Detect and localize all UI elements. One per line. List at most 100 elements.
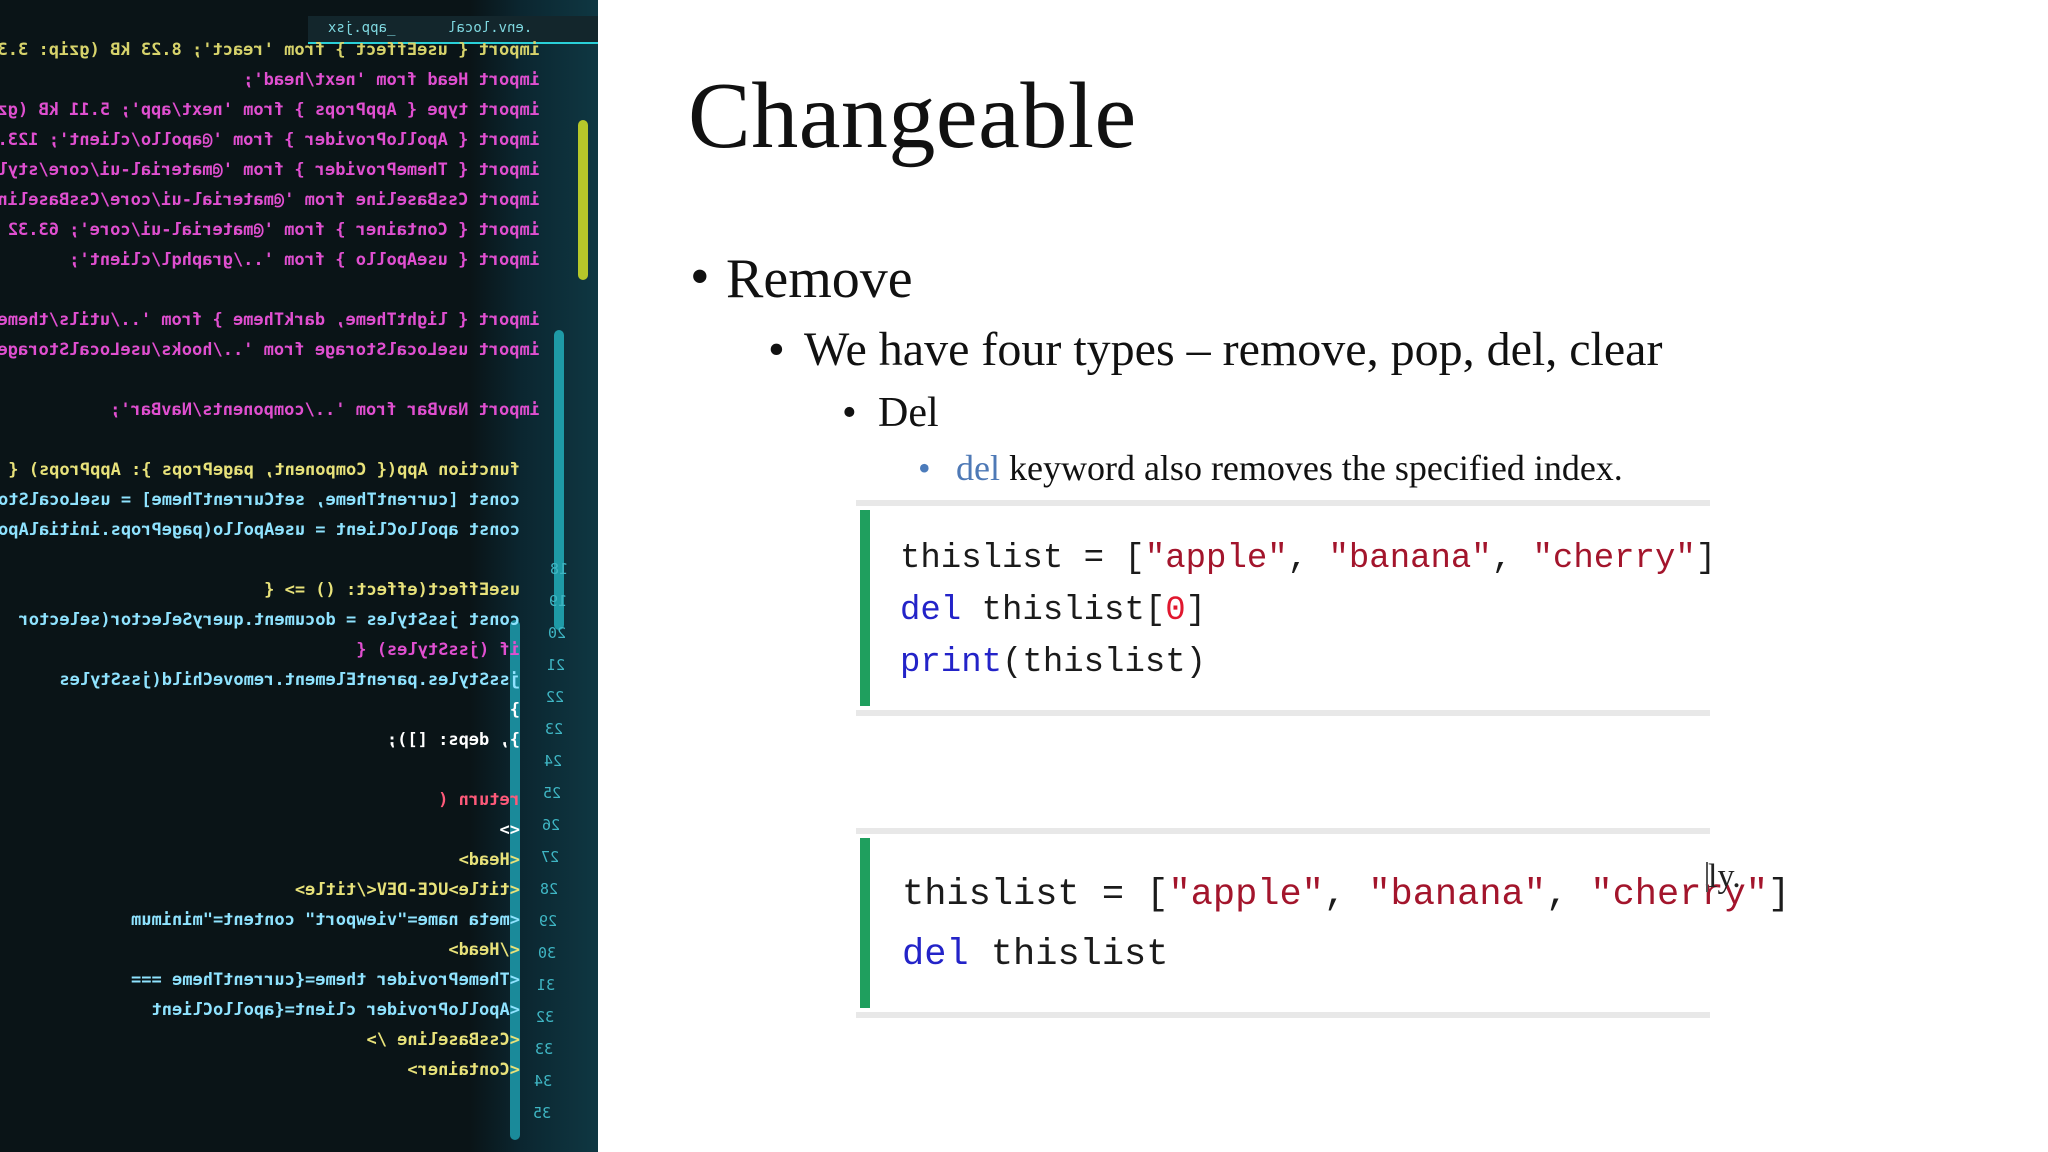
photo-code-line: <ThemeProvider theme={currentTheme === <box>131 970 520 990</box>
photo-line-number: 24 <box>544 752 563 770</box>
photo-line-number: 21 <box>547 656 566 674</box>
del-keyword: del <box>956 448 1000 488</box>
photo-code-line: import { Container } from '@material-ui/… <box>0 220 540 240</box>
photo-line-number: 23 <box>545 720 564 738</box>
photo-line-number: 35 <box>533 1104 552 1122</box>
code-token: , <box>1545 874 1591 916</box>
photo-code-line: import { useEffect } from 'react'; 8.23 … <box>0 40 540 60</box>
bullet-four-types-text: We have four types – remove, pop, del, c… <box>804 323 1663 376</box>
photo-code-line: return ( <box>438 790 520 810</box>
bullet-del-text: Del <box>878 390 939 436</box>
photo-code-line: import useLocalStorage from '../hooks/us… <box>0 340 540 360</box>
photo-code-line: import Head from 'next/head'; <box>243 70 540 90</box>
accent-stripe-yellow <box>578 120 588 280</box>
photo-editor-tab: .env.local <box>448 20 533 36</box>
code-token: , <box>1287 540 1329 578</box>
photo-line-number: 25 <box>543 784 562 802</box>
photo-editor-tab: _app.jsx <box>328 20 396 36</box>
photo-code-line: <CssBaseline /> <box>366 1030 520 1050</box>
code-token: "cherry" <box>1590 874 1769 916</box>
photo-line-number: 31 <box>537 976 556 994</box>
bullet-remove-text: Remove <box>726 248 913 310</box>
editor-code-lines: import { useEffect } from 'react'; 8.23 … <box>0 40 560 1152</box>
photo-code-line: </Head> <box>448 940 520 960</box>
photo-code-line: import { ApolloProvider } from '@apollo/… <box>0 130 540 150</box>
editor-tab-bar: _app.jsx .env.local <box>308 16 598 44</box>
code-token: thislist[ <box>961 592 1166 630</box>
code-token: "apple" <box>1144 540 1288 578</box>
code-accent-bar <box>860 510 870 706</box>
photo-code-line: function App({ Component, pageProps }: A… <box>8 460 520 480</box>
accent-stripe-teal <box>554 330 564 630</box>
photo-code-line: <title>UCE-DEV</title> <box>294 880 520 900</box>
photo-line-number: 32 <box>536 1008 555 1026</box>
code-line: del thislist[0] <box>900 592 1206 630</box>
bullet-dot-icon: • <box>768 323 785 376</box>
code-token: thislist <box>968 934 1169 976</box>
code-token: "banana" <box>1328 540 1492 578</box>
code-token: ] <box>1768 874 1791 916</box>
photo-code-line: import { useApollo } from '../graphql/cl… <box>69 250 540 270</box>
bullet-dot-icon: • <box>842 390 857 436</box>
photo-code-line: const jssStyles = document.querySelector… <box>18 610 520 630</box>
accent-stripe-cyan <box>510 620 520 1140</box>
photo-code-line: jssStyles.parentElement.removeChild(jssS… <box>59 670 520 690</box>
photo-code-line: useEffect(effect: () => { <box>264 580 520 600</box>
photo-code-line: <ApolloProvider client={apolloClient <box>151 1000 520 1020</box>
photo-code-line: <meta name="viewport" content="minimum <box>131 910 520 930</box>
photo-line-number: 34 <box>534 1072 553 1090</box>
code-accent-bar <box>860 838 870 1008</box>
photo-code-line: import { lightTheme, darkTheme } from '.… <box>0 310 540 330</box>
photo-code-line: import { ThemeProvider } from '@material… <box>0 160 540 180</box>
photo-line-number: 30 <box>538 944 557 962</box>
photo-line-number: 22 <box>546 688 565 706</box>
photo-code-line: } <box>509 700 520 720</box>
code-line: thislist = ["apple", "banana", "cherry"] <box>900 540 1716 578</box>
photo-code-line: const apolloClient = useApollo(pageProps… <box>0 520 520 540</box>
photo-line-number: 33 <box>535 1040 554 1058</box>
photo-code-line: import CssBaseline from '@material-ui/co… <box>0 190 540 210</box>
photo-line-number: 29 <box>539 912 558 930</box>
editor-line-numbers: 18 19 20 21 22 23 24 25 26 27 28 29 30 31 32 33 34 35 <box>533 560 590 1140</box>
del-description-rest: keyword also removes the specified index… <box>999 448 1623 488</box>
photo-code-line: <> <box>499 820 520 840</box>
photo-line-number: 19 <box>549 592 568 610</box>
photo-code-line: const [currentTheme, setCurrentTheme] = … <box>0 490 520 510</box>
code-line: print(thislist) <box>900 644 1206 682</box>
bullet-dot-icon: • <box>690 246 710 308</box>
photo-line-number: 27 <box>541 848 560 866</box>
monitor-glow <box>470 0 598 1152</box>
photo-line-number: 26 <box>542 816 561 834</box>
code-token: "cherry" <box>1532 540 1696 578</box>
code-token: ] <box>1185 592 1207 630</box>
photo-code-line: if (jssStyles) { <box>356 640 520 660</box>
code-token: ] <box>1695 540 1717 578</box>
code-token: "banana" <box>1368 874 1546 916</box>
code-token: del <box>902 934 969 976</box>
code-editor-photo: _app.jsx .env.local import { useEffect } … <box>0 0 598 1152</box>
code-token: del <box>900 592 962 630</box>
code-token: thislist = [ <box>900 540 1145 578</box>
text-cursor <box>1706 862 1708 892</box>
photo-line-number: 18 <box>550 560 569 578</box>
code-token: print <box>900 644 1003 682</box>
photo-code-line: }, deps: []); <box>386 730 520 750</box>
code-token: thislist = [ <box>902 874 1169 916</box>
bullet-del-description: del keyword also removes the specified i… <box>956 447 1623 489</box>
photo-line-number: 20 <box>548 624 567 642</box>
photo-code-line: <Container> <box>407 1060 520 1080</box>
bullet-dot-icon: • <box>918 448 931 488</box>
code-token: (thislist) <box>1002 644 1207 682</box>
slide-title: Changeable <box>688 64 1137 168</box>
code-token: 0 <box>1165 592 1186 630</box>
code-example-delete-index: thislist = ["apple", "banana", "cherry"]… <box>856 500 1716 716</box>
photo-code-line: import NavBar from '../components/NavBar… <box>110 400 540 420</box>
photo-code-line: import type { AppProps } from 'next/app'… <box>0 100 540 120</box>
code-token: , <box>1323 874 1369 916</box>
overlapped-text-fragment: ly. <box>1708 858 1741 895</box>
photo-line-number: 28 <box>540 880 559 898</box>
photo-code-line: <Head> <box>458 850 520 870</box>
code-line: thislist = ["apple", "banana", "cherry"] <box>902 874 1790 916</box>
code-line: del thislist <box>902 934 1168 976</box>
code-example-delete-list: thislist = ["apple", "banana", "cherry"]… <box>856 828 1790 1018</box>
